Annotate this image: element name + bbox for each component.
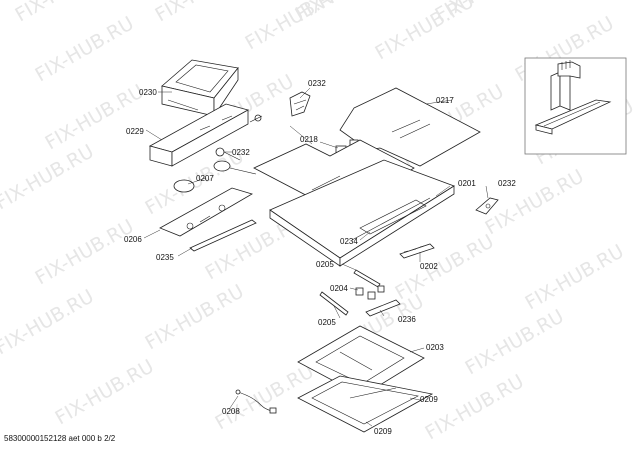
inset-overview — [524, 57, 627, 155]
label-0229: 0229 — [126, 127, 144, 136]
part-0232-connector-top — [249, 91, 311, 123]
part-0205-strip-top — [353, 269, 381, 288]
part-0207-knob — [173, 160, 257, 193]
part-0230-filter-box — [161, 59, 239, 118]
watermark-text: FIX-HUB.RU — [422, 370, 528, 444]
label-0205: 0205 — [316, 260, 334, 269]
watermark-text: FIX-HUB.RU — [52, 355, 158, 429]
label-0217: 0217 — [436, 96, 454, 105]
label-0236: 0236 — [398, 315, 416, 324]
part-0208-cable — [235, 389, 277, 414]
part-0209-grease-filter — [297, 375, 434, 433]
part-0217-glass-top — [339, 87, 481, 167]
label-0232: 0232 — [498, 179, 516, 188]
part-0202-control-board — [399, 243, 435, 259]
label-0207: 0207 — [196, 174, 214, 183]
label-0208: 0208 — [222, 407, 240, 416]
watermark-text: FIX-HUB.RU — [152, 0, 258, 26]
part-0204-switches — [355, 285, 385, 300]
part-0229-front-bar — [148, 103, 250, 167]
watermark-text: FIX-HUB.RU — [242, 0, 348, 54]
watermark-text: FIX-HUB.RU — [32, 12, 138, 86]
label-0209: 0209 — [374, 427, 392, 436]
label-0202: 0202 — [420, 262, 438, 271]
watermark-text: FIX-HUB.RU — [0, 140, 98, 214]
part-0205-strip-bottom — [319, 291, 349, 316]
label-0218: 0218 — [300, 135, 318, 144]
label-0204: 0204 — [330, 284, 348, 293]
document-footer-id: 5830000015212​8 aet 000 b 2/2 — [4, 434, 116, 443]
watermark-text: FIX-HUB.RU — [392, 230, 498, 304]
label-0232: 0232 — [232, 148, 250, 157]
label-0206: 0206 — [124, 235, 142, 244]
part-0206-bracket — [159, 187, 253, 237]
label-0232: 0232 — [308, 79, 326, 88]
label-0209: 0209 — [420, 395, 438, 404]
part-0235-rod — [189, 219, 257, 252]
leader-lines — [143, 87, 489, 427]
part-0232-clip-right — [475, 197, 499, 215]
watermark-text: FIX-HUB.RU — [522, 240, 628, 314]
watermark-text: FIX-HUB.RU — [12, 0, 118, 26]
label-0201: 0201 — [458, 179, 476, 188]
callout-labels: 0230 0229 0232 0218 0232 0217 0207 0201 … — [124, 79, 516, 436]
part-0201-hood-body — [269, 159, 455, 267]
label-0203: 0203 — [426, 343, 444, 352]
watermark-text: FIX-HUB.RU — [482, 165, 588, 239]
watermark-text: FIX-HUB.RU — [42, 80, 148, 154]
label-0235: 0235 — [156, 253, 174, 262]
watermark-text: FIX-HUB.RU — [142, 280, 248, 354]
label-0234: 0234 — [340, 237, 358, 246]
watermark-text: FIX-HUB.RU — [32, 215, 138, 289]
watermark-text: FIX-HUB.RU — [0, 285, 98, 359]
watermark-text: FIX-HUB.RU — [372, 0, 478, 64]
watermark-text: FIX-HUB.RU — [462, 305, 568, 379]
label-0205: 0205 — [318, 318, 336, 327]
label-0230: 0230 — [139, 88, 157, 97]
part-0236-bar — [365, 299, 401, 317]
